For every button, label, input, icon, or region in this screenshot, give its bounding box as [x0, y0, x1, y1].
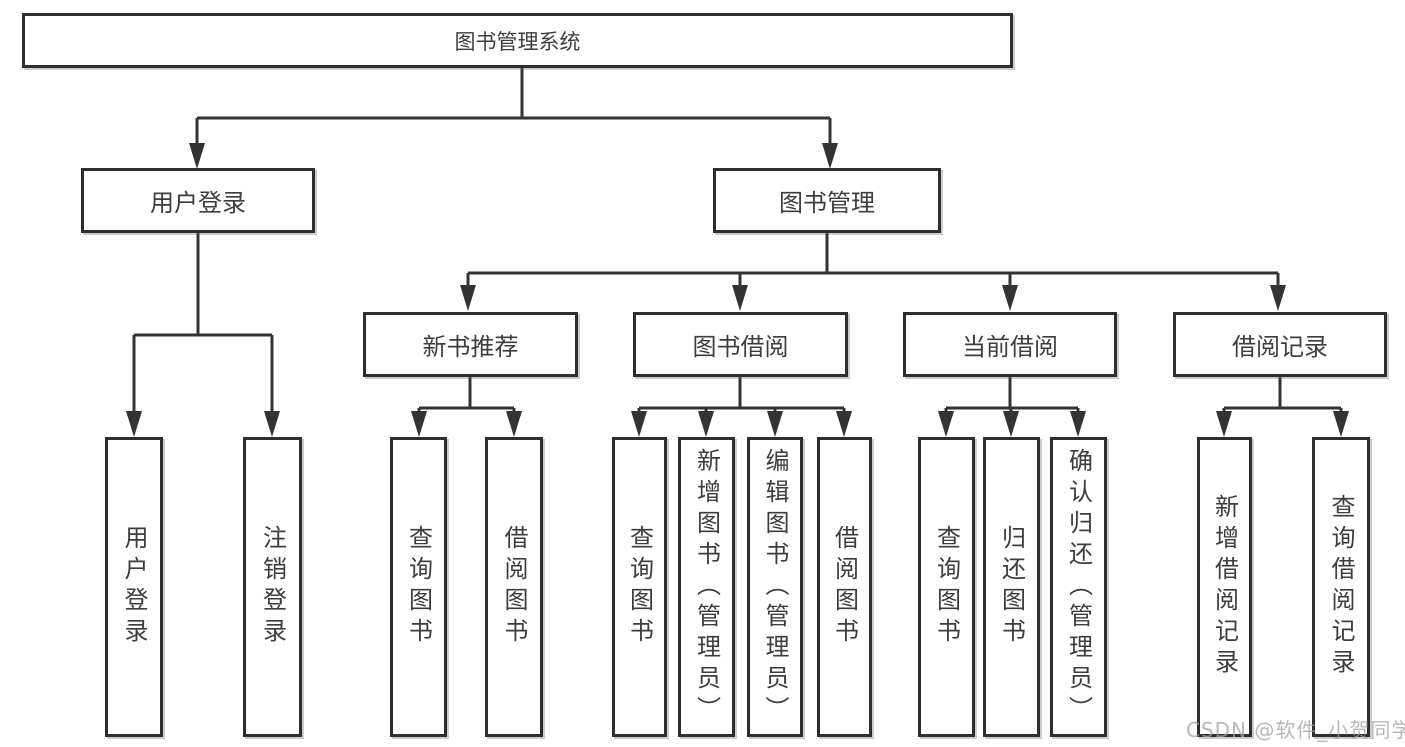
connector-current-borrowing-children — [944, 377, 1080, 414]
node-label: 归还图书 — [997, 525, 1026, 649]
node-label: 图书借阅 — [692, 333, 789, 361]
node-label: 借阅图书 — [500, 525, 528, 649]
node-label: 新增借阅记录 — [1210, 494, 1239, 680]
leaf-add-book-admin: 新增图书（管理员） — [678, 437, 735, 737]
node-label: 查询借阅记录 — [1327, 494, 1355, 680]
connector-book-management-children — [466, 233, 1280, 288]
node-label: 借阅图书 — [830, 525, 859, 649]
node-library-management-system: 图书管理系统 — [22, 13, 1013, 68]
csdn-watermark: CSDN @软件_小贺同学 — [1186, 718, 1405, 742]
node-book-borrowing: 图书借阅 — [633, 312, 848, 377]
connector-new-book-children — [417, 377, 516, 414]
leaf-query-books-borrowing: 查询图书 — [612, 437, 667, 737]
node-label: 用户登录 — [120, 525, 148, 649]
node-label: 确认归还（管理员） — [1064, 447, 1093, 727]
leaf-return-books: 归还图书 — [983, 437, 1040, 737]
node-label: 借阅记录 — [1232, 333, 1328, 361]
node-label: 图书管理 — [779, 189, 875, 217]
node-book-management: 图书管理 — [713, 168, 941, 233]
node-label: 用户登录 — [150, 189, 246, 217]
connector-user-login-children — [132, 233, 274, 414]
connector-root-to-level2 — [195, 68, 832, 146]
leaf-logout: 注销登录 — [243, 437, 302, 737]
leaf-add-borrow-record: 新增借阅记录 — [1197, 437, 1252, 737]
node-label: 新书推荐 — [422, 333, 519, 361]
node-label: 查询图书 — [932, 525, 961, 649]
leaf-edit-book-admin: 编辑图书（管理员） — [747, 437, 803, 737]
node-label: 新增图书（管理员） — [692, 447, 721, 727]
node-label: 查询图书 — [625, 525, 654, 649]
leaf-query-books-current: 查询图书 — [918, 437, 975, 737]
node-current-borrowing: 当前借阅 — [903, 312, 1117, 377]
node-new-book-recommendation: 新书推荐 — [363, 312, 578, 377]
node-label: 注销登录 — [258, 525, 287, 649]
node-borrowing-records: 借阅记录 — [1173, 312, 1387, 377]
leaf-user-login: 用户登录 — [105, 437, 163, 737]
connector-book-borrowing-children — [637, 377, 846, 414]
node-label: 查询图书 — [404, 525, 433, 649]
leaf-borrow-books-borrowing: 借阅图书 — [817, 437, 872, 737]
node-label: 编辑图书（管理员） — [761, 447, 789, 727]
leaf-borrow-books-recommendation: 借阅图书 — [485, 437, 543, 737]
leaf-query-borrow-record: 查询借阅记录 — [1312, 437, 1370, 737]
leaf-confirm-return-admin: 确认归还（管理员） — [1050, 437, 1107, 737]
node-label: 图书管理系统 — [454, 29, 581, 54]
connector-borrowing-records-children — [1222, 377, 1343, 414]
node-user-login: 用户登录 — [81, 168, 315, 233]
node-label: 当前借阅 — [962, 333, 1058, 361]
leaf-query-books-recommendation: 查询图书 — [390, 437, 447, 737]
